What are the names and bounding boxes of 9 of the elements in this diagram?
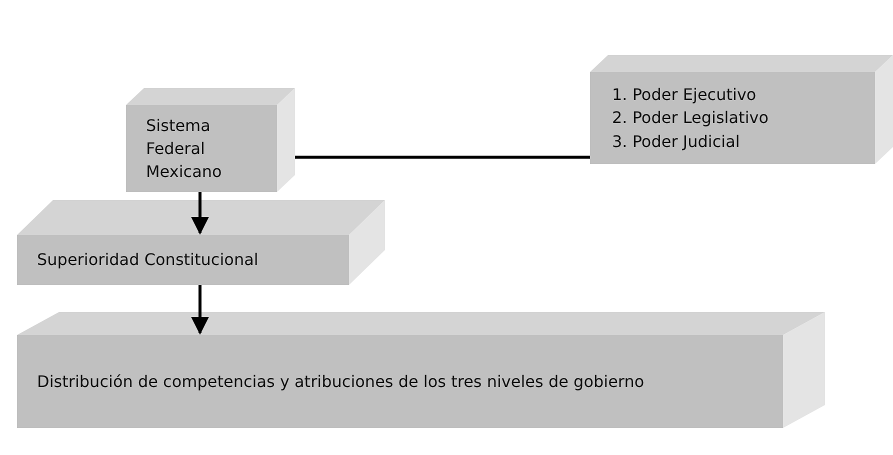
box-label: 3. Poder Judicial xyxy=(612,130,741,153)
connector-line xyxy=(295,156,590,159)
box-label: Distribución de competencias y atribuciones de los tres niveles de gobierno xyxy=(37,370,646,393)
box-label: Superioridad Constitucional xyxy=(37,249,260,272)
box-label: Sistema Federal Mexicano xyxy=(146,114,223,184)
arrow xyxy=(191,192,209,235)
arrow xyxy=(191,285,209,335)
box-label: 2. Poder Legislativo xyxy=(612,107,770,130)
box-label: 1. Poder Ejecutivo xyxy=(612,84,758,106)
